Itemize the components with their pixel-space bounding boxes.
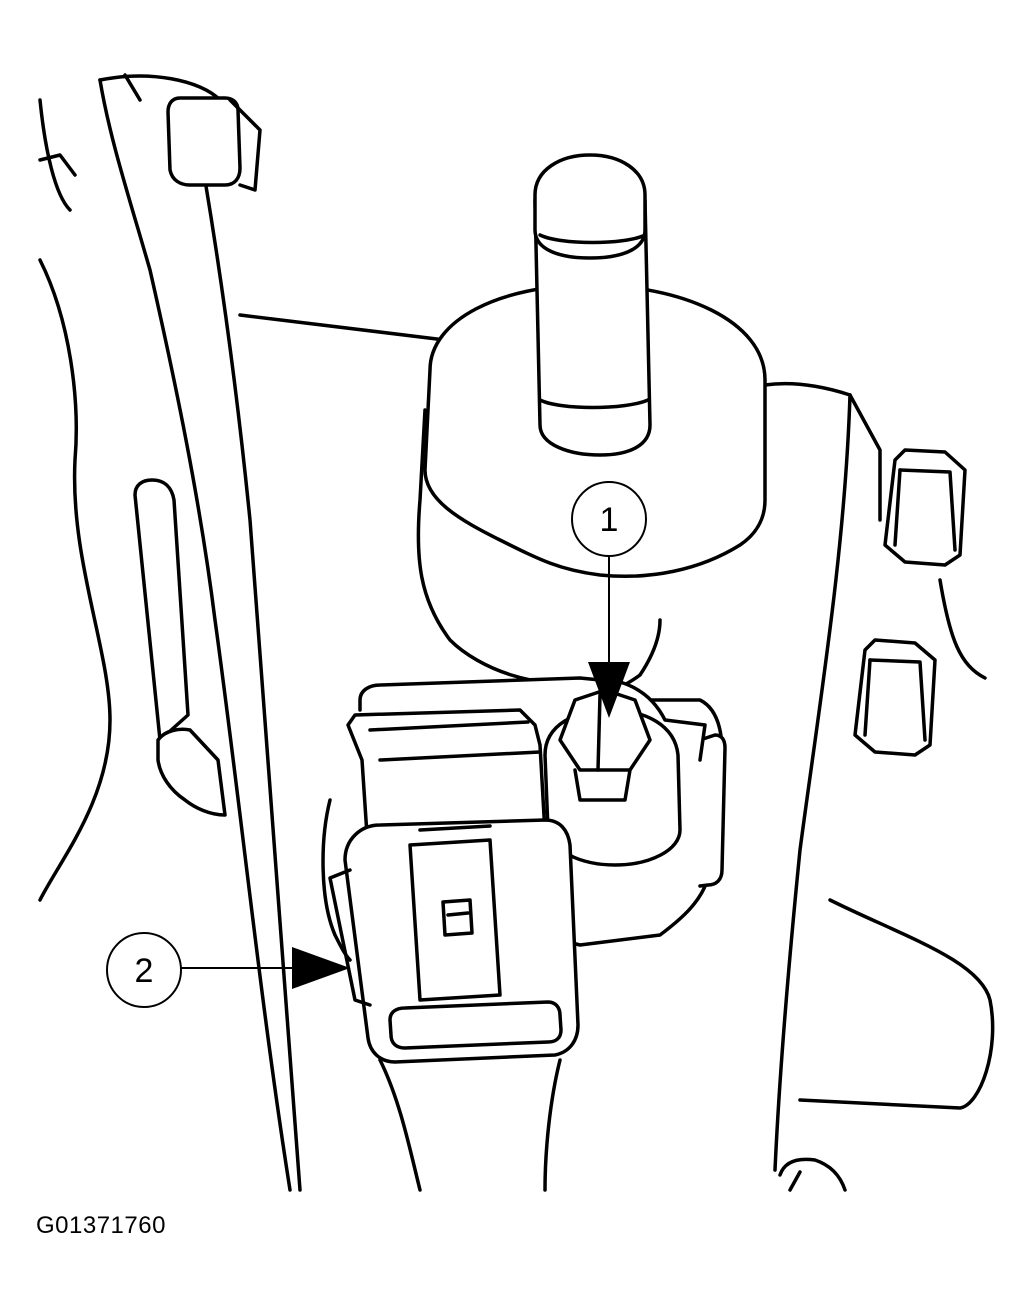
left-housing-outline (38, 73, 302, 1192)
callout-2: 2 (106, 932, 350, 1008)
upper-bracket-tab (166, 96, 262, 192)
pivot-post (416, 153, 767, 685)
callout-1-number: 1 (600, 501, 619, 539)
callout-1-circle (571, 481, 647, 557)
lower-right-hex-bolt (853, 638, 937, 757)
upper-right-hex-bolt (883, 448, 967, 567)
mount-plate (238, 313, 882, 1192)
right-housing-outline (778, 578, 995, 1192)
callout-2-arrowhead (292, 947, 350, 989)
electrical-connector (321, 708, 580, 1064)
callout-1-arrowhead (588, 662, 630, 718)
mounting-bolt (543, 688, 682, 867)
figure-id: G01371760 (36, 1212, 166, 1239)
callout-1: 1 (571, 481, 647, 718)
callout-2-circle (106, 932, 182, 1008)
callout-2-number: 2 (135, 952, 154, 990)
left-support-rail (133, 478, 227, 817)
